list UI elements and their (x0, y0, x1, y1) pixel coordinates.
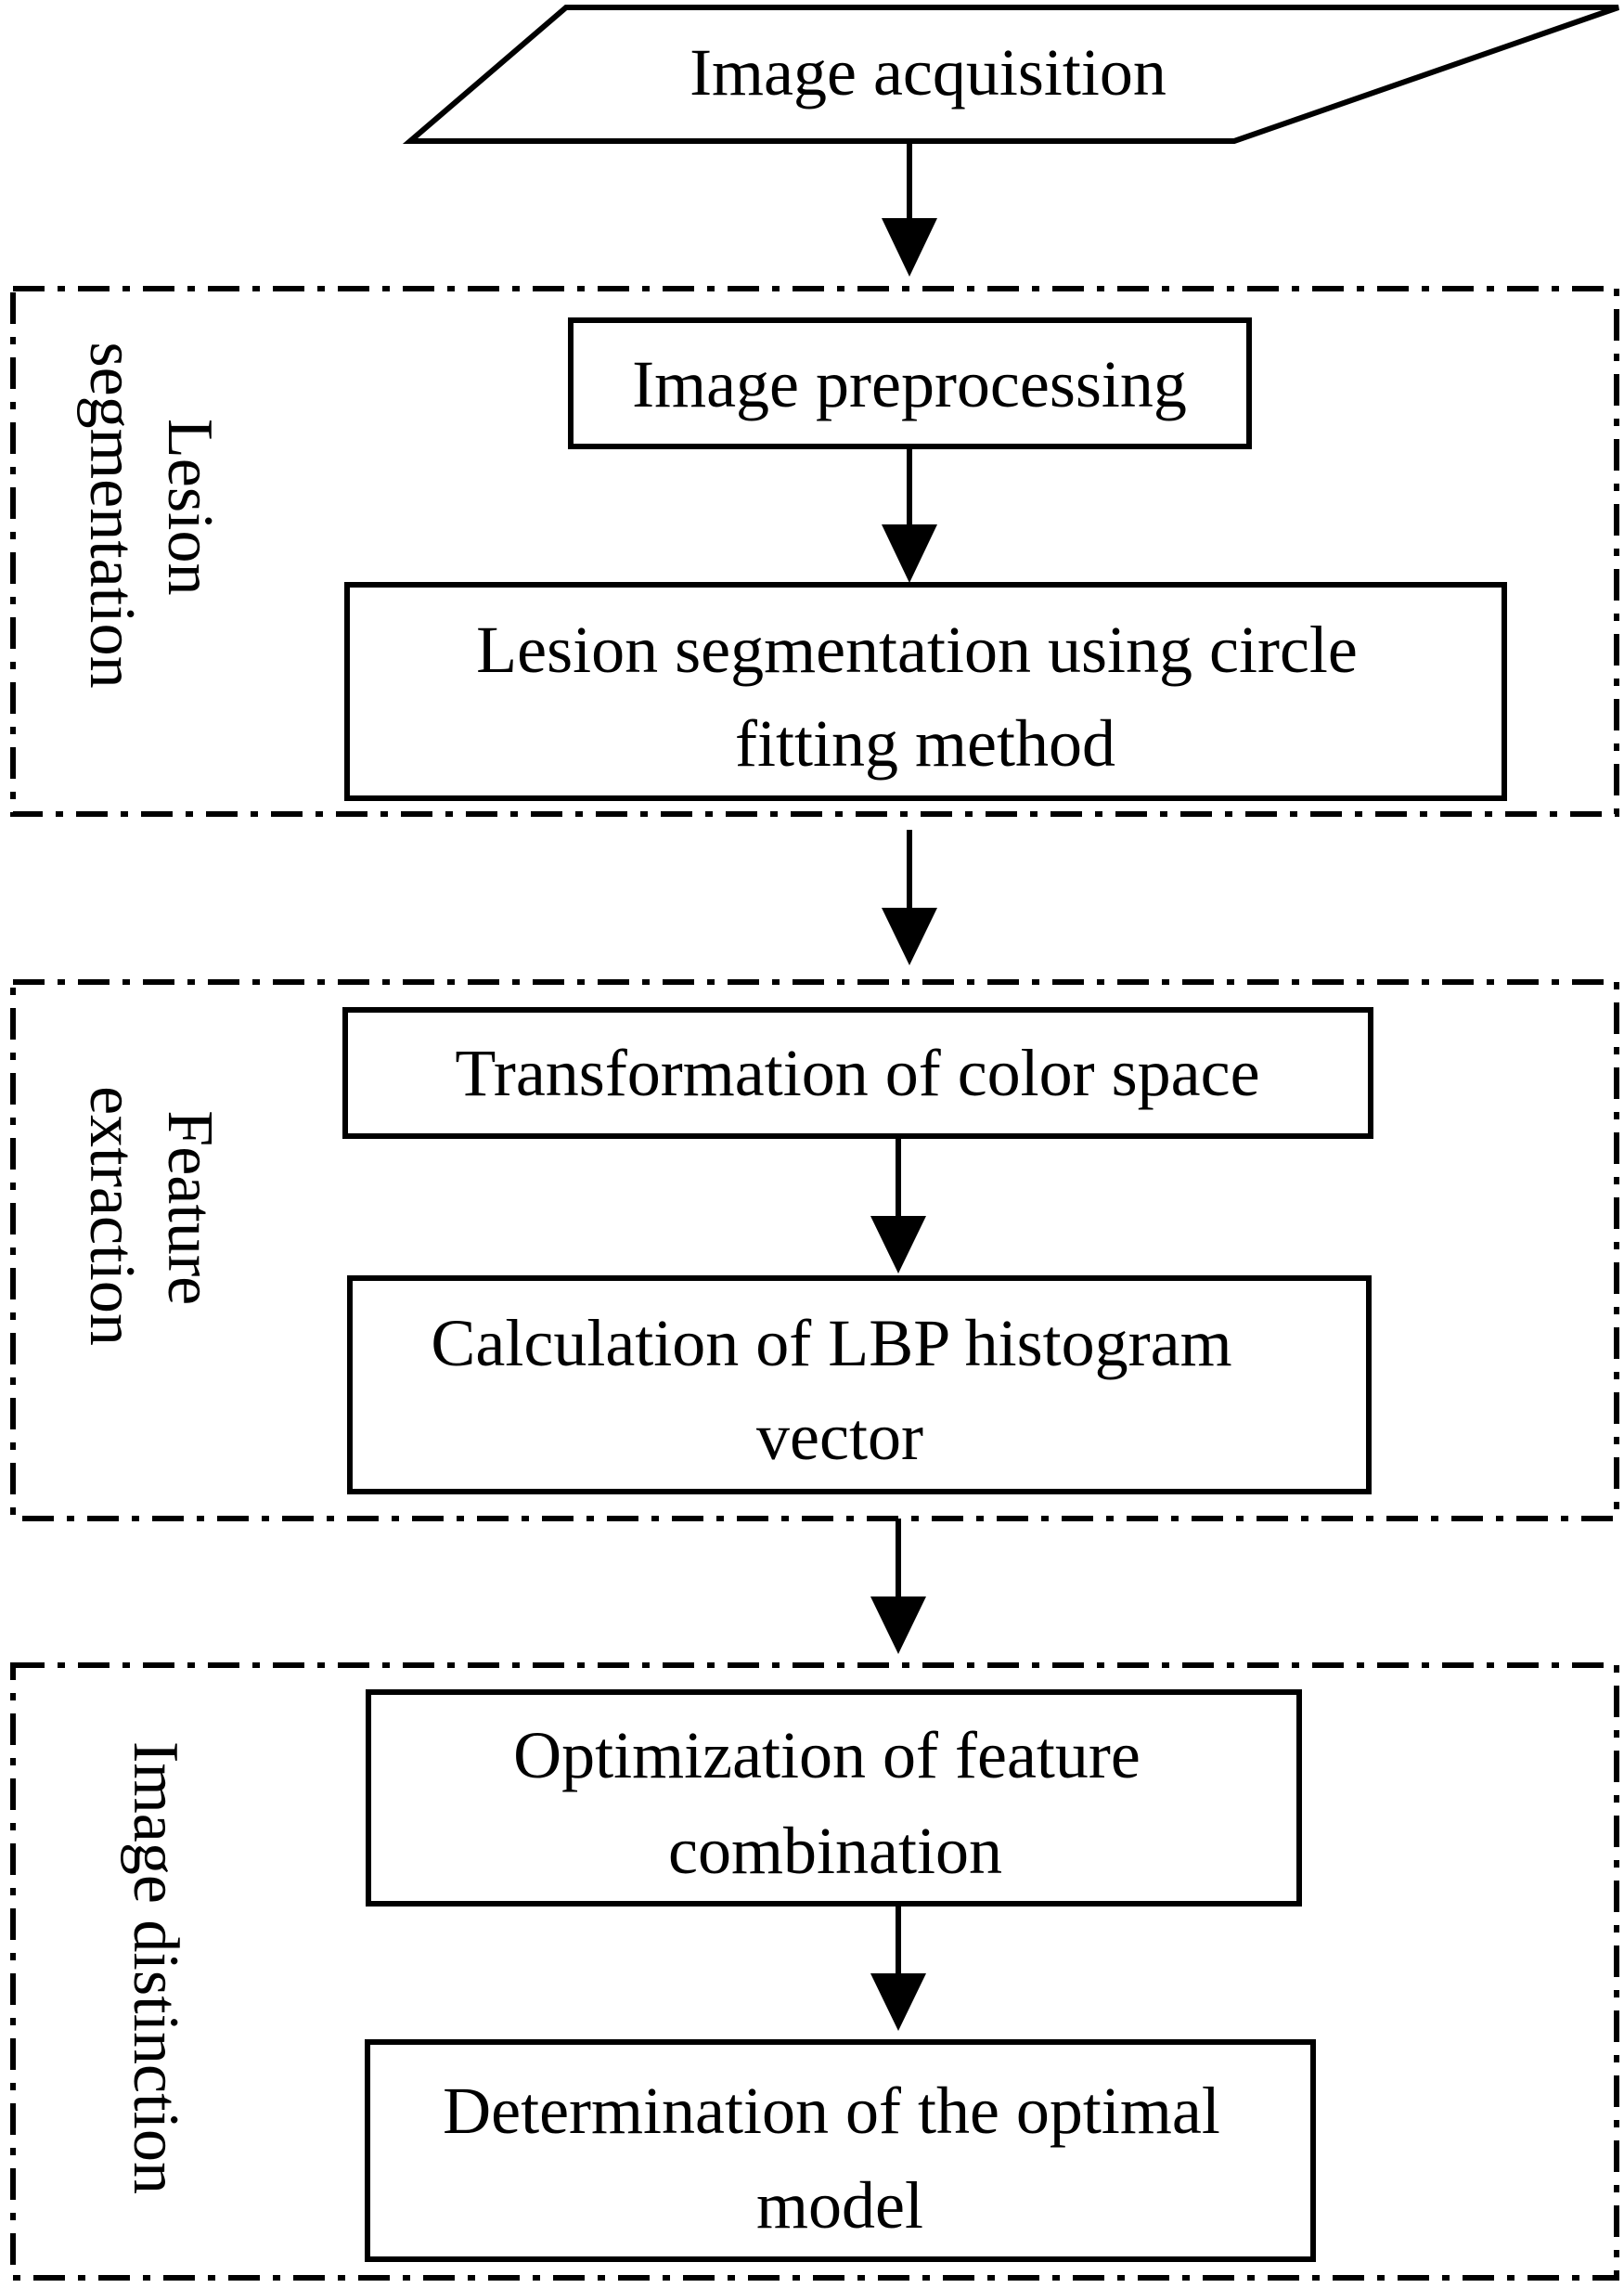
group-image-distinction (10, 1662, 1619, 2281)
arrow-head-2 (882, 524, 937, 583)
group-lesion-segmentation (10, 286, 1619, 817)
start-parallelogram (402, 5, 1619, 144)
step-image-preprocessing-label: Image preprocessing (632, 347, 1187, 421)
step-color-space-transformation (342, 1007, 1373, 1139)
arrow-head-4 (870, 1216, 926, 1273)
step-lesion-segmentation-label: Lesion segmentation using circle fitting… (476, 613, 1374, 781)
step-optimal-model (365, 2039, 1316, 2262)
step-lbp-histogram (347, 1275, 1372, 1494)
group-lesion-segmentation-title: Lesion segmentation (76, 342, 226, 688)
arrow-head-1 (882, 218, 937, 277)
arrow-head-3 (882, 908, 937, 965)
step-color-space-transformation-label: Transformation of color space (455, 1036, 1259, 1110)
group-image-distinction-title: Image distinction (120, 1741, 191, 2194)
step-feature-combination-label: Optimization of feature combination (513, 1718, 1157, 1888)
group-feature-extraction-title: Feature extraction (76, 1086, 226, 1346)
step-lbp-histogram-label: Calculation of LBP histogram vector (431, 1306, 1248, 1474)
arrow-head-5 (870, 1596, 926, 1654)
step-image-preprocessing (568, 317, 1252, 449)
step-lesion-segmentation (344, 582, 1507, 801)
step-feature-combination (366, 1689, 1302, 1907)
arrow-head-6 (870, 1973, 926, 2031)
start-label: Image acquisition (690, 35, 1166, 110)
step-optimal-model-label: Determination of the optimal model (443, 2074, 1237, 2243)
group-feature-extraction (10, 979, 1619, 1521)
